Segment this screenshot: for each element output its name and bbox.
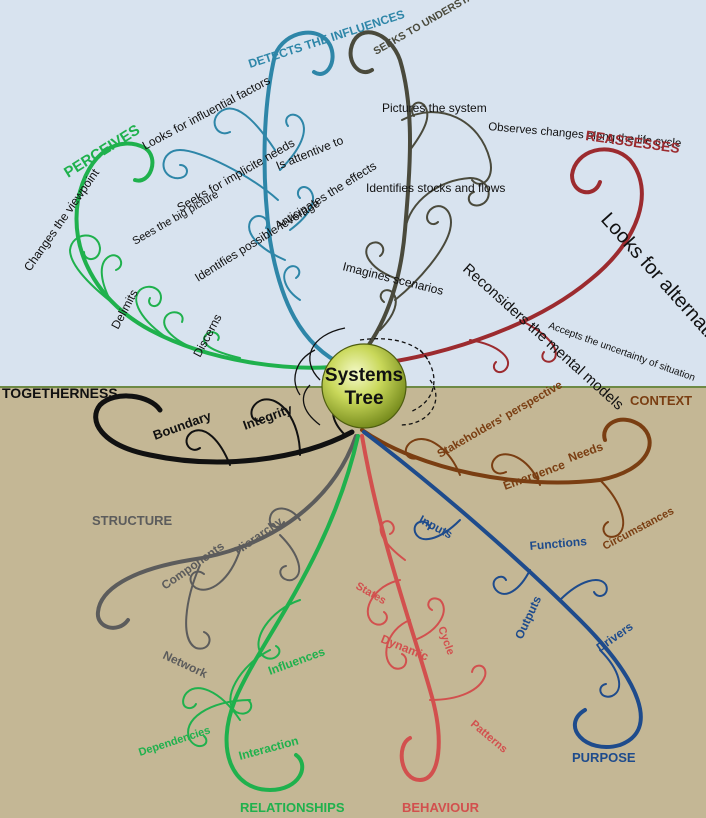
center-arrows (294, 327, 437, 426)
context-title: CONTEXT (630, 393, 692, 408)
relationships-title: RELATIONSHIPS (240, 800, 345, 815)
understand-item-1: Identifies stocks and flows (366, 181, 505, 195)
branch-reassesses (356, 147, 644, 374)
togetherness-title: TOGETHERNESS (2, 385, 118, 401)
structure-title: STRUCTURE (92, 513, 172, 528)
branch-structure (95, 434, 358, 650)
branch-understand (348, 30, 492, 368)
branch-behaviour (360, 434, 487, 783)
center-label-line2: Tree (344, 388, 383, 409)
purpose-item-1: Functions (529, 534, 588, 553)
center-label-line1: Systems (325, 365, 403, 386)
branch-context (360, 417, 652, 538)
understand-item-0: Pictures the system (382, 101, 487, 115)
purpose-title: PURPOSE (572, 750, 636, 765)
branch-relationships (182, 434, 360, 793)
behaviour-title: BEHAVIOUR (402, 800, 480, 815)
center-ball (321, 343, 407, 429)
branch-perceives (68, 141, 347, 370)
sky-background (0, 0, 706, 387)
branch-purpose (362, 430, 643, 749)
branch-influences (162, 30, 347, 368)
